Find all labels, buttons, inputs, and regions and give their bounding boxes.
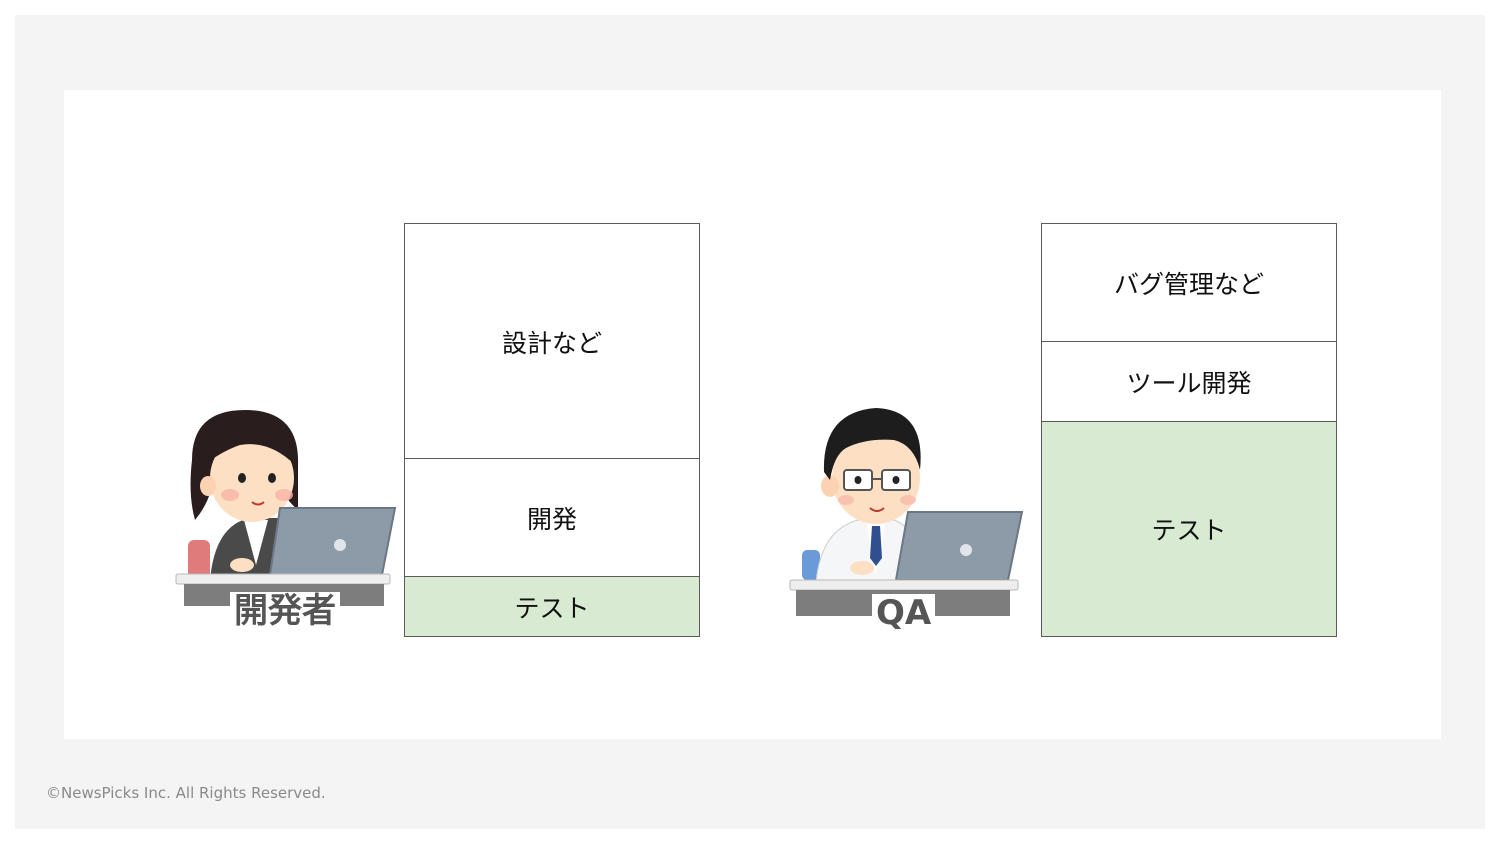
developer-test-block: テスト <box>404 576 700 637</box>
developer-label: 開発者 <box>230 592 340 630</box>
qa-work-stack: バグ管理など ツール開発 テスト <box>1041 223 1337 637</box>
developer-design-block: 設計など <box>404 223 700 460</box>
developer-dev-label: 開発 <box>526 505 577 534</box>
qa-label: QA <box>872 594 936 632</box>
qa-test-block: テスト <box>1041 421 1337 637</box>
developer-design-label: 設計など <box>501 328 602 358</box>
scientist-at-laptop-illustration <box>789 408 1024 616</box>
qa-test-label: テスト <box>1151 516 1227 545</box>
developer-dev-block: 開発 <box>404 458 700 578</box>
qa-bug-management-label: バグ管理など <box>1113 270 1264 299</box>
qa-bug-management-block: バグ管理など <box>1041 223 1337 343</box>
qa-tool-dev-label: ツール開発 <box>1126 369 1252 398</box>
qa-tool-dev-block: ツール開発 <box>1041 341 1337 423</box>
developer-test-label: テスト <box>514 593 590 623</box>
developer-work-stack: 設計など 開発 テスト <box>404 223 700 637</box>
woman-at-laptop-illustration <box>175 410 397 606</box>
copyright-footer: ©NewsPicks Inc. All Rights Reserved. <box>46 784 326 802</box>
